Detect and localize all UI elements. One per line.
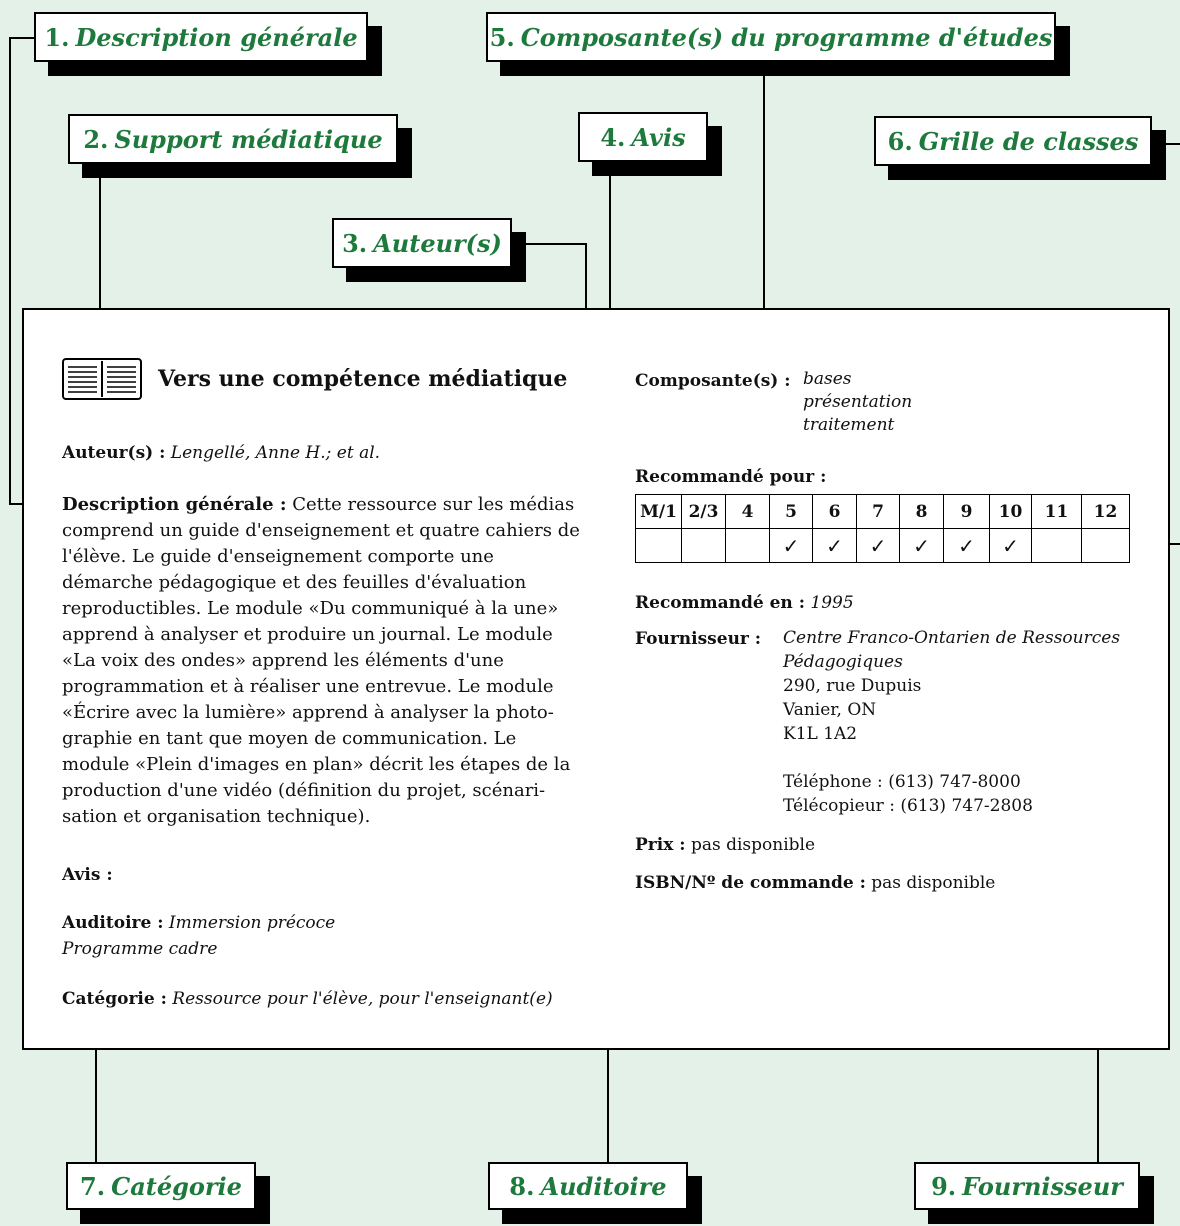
callout-number: 7. bbox=[80, 1171, 106, 1201]
audience-field: Auditoire : Immersion précoce Programme … bbox=[62, 910, 335, 962]
supplier-name-line1: Centre Franco-Ontarien de Ressources bbox=[783, 628, 1121, 648]
components-label: Composante(s) : bbox=[635, 371, 791, 391]
review-label: Avis : bbox=[62, 865, 113, 885]
audience-line1: Immersion précoce bbox=[168, 913, 336, 933]
resource-title: Vers une compétence médiatique bbox=[158, 366, 568, 392]
callout-label: Support médiatique bbox=[114, 124, 383, 154]
callout-authors: 3.Auteur(s) bbox=[332, 218, 526, 282]
grade-check: ✓ bbox=[943, 528, 990, 563]
supplier-address-line3: K1L 1A2 bbox=[783, 724, 858, 744]
component-item: bases bbox=[803, 369, 852, 389]
grade-check: ✓ bbox=[899, 528, 944, 563]
callout-label: Fournisseur bbox=[962, 1171, 1123, 1201]
recommended-in-field: Recommandé en : 1995 bbox=[635, 590, 854, 616]
grade-check bbox=[635, 528, 682, 563]
callout-components: 5.Composante(s) du programme d'études bbox=[486, 12, 1070, 76]
supplier-name-line2: Pédagogiques bbox=[783, 652, 903, 672]
category-value: Ressource pour l'élève, pour l'enseignan… bbox=[172, 989, 553, 1009]
audience-line2: Programme cadre bbox=[62, 939, 218, 959]
callout-label: Description générale bbox=[75, 22, 358, 52]
supplier-address-line2: Vanier, ON bbox=[783, 700, 877, 720]
grade-check: ✓ bbox=[769, 528, 813, 563]
grade-header: 12 bbox=[1081, 494, 1130, 529]
supplier-address-line1: 290, rue Dupuis bbox=[783, 676, 922, 696]
recommended-in-value: 1995 bbox=[810, 593, 854, 613]
description-label: Description générale : bbox=[62, 494, 287, 515]
isbn-label: ISBN/Nº de commande : bbox=[635, 873, 866, 893]
supplier-label: Fournisseur : bbox=[635, 629, 762, 649]
grade-check: ✓ bbox=[989, 528, 1032, 563]
callout-label: Catégorie bbox=[111, 1171, 242, 1201]
grade-header: 8 bbox=[899, 494, 944, 529]
grade-header: 5 bbox=[769, 494, 813, 529]
callout-supplier: 9.Fournisseur bbox=[914, 1162, 1154, 1224]
description-text: Cette ressource sur les médias comprend … bbox=[62, 494, 580, 827]
isbn-field: ISBN/Nº de commande : pas disponible bbox=[635, 870, 995, 896]
authors-label: Auteur(s) : bbox=[62, 443, 166, 463]
price-value: pas disponible bbox=[690, 835, 816, 855]
supplier-fax: Télécopieur : (613) 747-2808 bbox=[783, 796, 1033, 816]
grade-check bbox=[1031, 528, 1082, 563]
grade-header: 9 bbox=[943, 494, 990, 529]
grade-header: 2/3 bbox=[681, 494, 726, 529]
callout-number: 3. bbox=[342, 228, 368, 258]
supplier-phone: Téléphone : (613) 747-8000 bbox=[783, 772, 1021, 792]
description-field: Description générale : Cette ressource s… bbox=[62, 492, 587, 830]
callout-description: 1.Description générale bbox=[34, 12, 382, 76]
callout-review: 4.Avis bbox=[578, 112, 722, 176]
callout-number: 8. bbox=[509, 1171, 535, 1201]
grade-header: 6 bbox=[812, 494, 857, 529]
callout-number: 6. bbox=[887, 126, 913, 156]
supplier-block: Centre Franco-Ontarien de Ressources Péd… bbox=[783, 626, 1120, 818]
authors-value: Lengellé, Anne H.; et al. bbox=[170, 443, 381, 463]
grade-check: ✓ bbox=[812, 528, 857, 563]
recommended-for-label: Recommandé pour : bbox=[635, 467, 827, 487]
grade-check bbox=[681, 528, 726, 563]
book-icon bbox=[62, 358, 142, 400]
callout-number: 2. bbox=[83, 124, 109, 154]
isbn-value: pas disponible bbox=[871, 873, 996, 893]
callout-label: Avis bbox=[631, 122, 686, 152]
grade-header: 7 bbox=[856, 494, 900, 529]
callout-label: Composante(s) du programme d'études bbox=[520, 22, 1053, 52]
grade-header: M/1 bbox=[635, 494, 682, 529]
callout-number: 4. bbox=[600, 122, 626, 152]
callout-grid: 6.Grille de classes bbox=[874, 116, 1166, 180]
callout-number: 9. bbox=[931, 1171, 957, 1201]
grade-check bbox=[1081, 528, 1130, 563]
callout-label: Auditoire bbox=[540, 1171, 667, 1201]
callout-number: 5. bbox=[489, 22, 515, 52]
audience-label: Auditoire : bbox=[62, 913, 164, 933]
callout-support: 2.Support médiatique bbox=[68, 114, 412, 178]
grade-check bbox=[725, 528, 770, 563]
grade-header: 11 bbox=[1031, 494, 1082, 529]
callout-label: Grille de classes bbox=[918, 126, 1139, 156]
price-label: Prix : bbox=[635, 835, 686, 855]
authors-field: Auteur(s) : Lengellé, Anne H.; et al. bbox=[62, 440, 380, 466]
grade-check: ✓ bbox=[856, 528, 900, 563]
price-field: Prix : pas disponible bbox=[635, 832, 815, 858]
grade-header: 4 bbox=[725, 494, 770, 529]
category-label: Catégorie : bbox=[62, 989, 167, 1009]
resource-card bbox=[22, 308, 1170, 1050]
category-field: Catégorie : Ressource pour l'élève, pour… bbox=[62, 986, 553, 1012]
grade-grid: M/1 2/3 4 5 6 7 8 9 10 11 12 ✓ ✓ ✓ ✓ ✓ ✓ bbox=[635, 494, 1130, 563]
callout-number: 1. bbox=[44, 22, 70, 52]
recommended-in-label: Recommandé en : bbox=[635, 593, 805, 613]
component-item: présentation bbox=[803, 392, 913, 412]
callout-audience: 8.Auditoire bbox=[488, 1162, 702, 1224]
grade-header: 10 bbox=[989, 494, 1032, 529]
callout-label: Auteur(s) bbox=[373, 228, 502, 258]
component-item: traitement bbox=[803, 415, 895, 435]
callout-category: 7.Catégorie bbox=[66, 1162, 270, 1224]
components-list: bases présentation traitement bbox=[803, 368, 912, 437]
